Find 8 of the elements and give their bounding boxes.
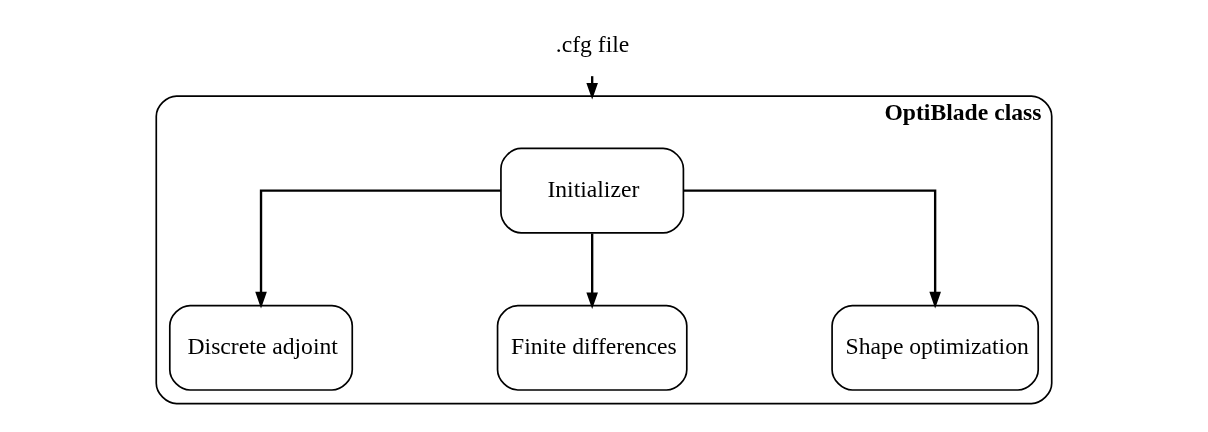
- node-box: Finite differences: [496, 304, 688, 391]
- arrow: [683, 189, 941, 309]
- node-box: Shape optimization: [831, 304, 1040, 391]
- node-box: Initializer: [500, 147, 685, 234]
- node-box: Discrete adjoint: [168, 304, 354, 391]
- node-text: .cfg file: [555, 30, 630, 57]
- arrow: [255, 189, 501, 309]
- arrow: [586, 233, 598, 310]
